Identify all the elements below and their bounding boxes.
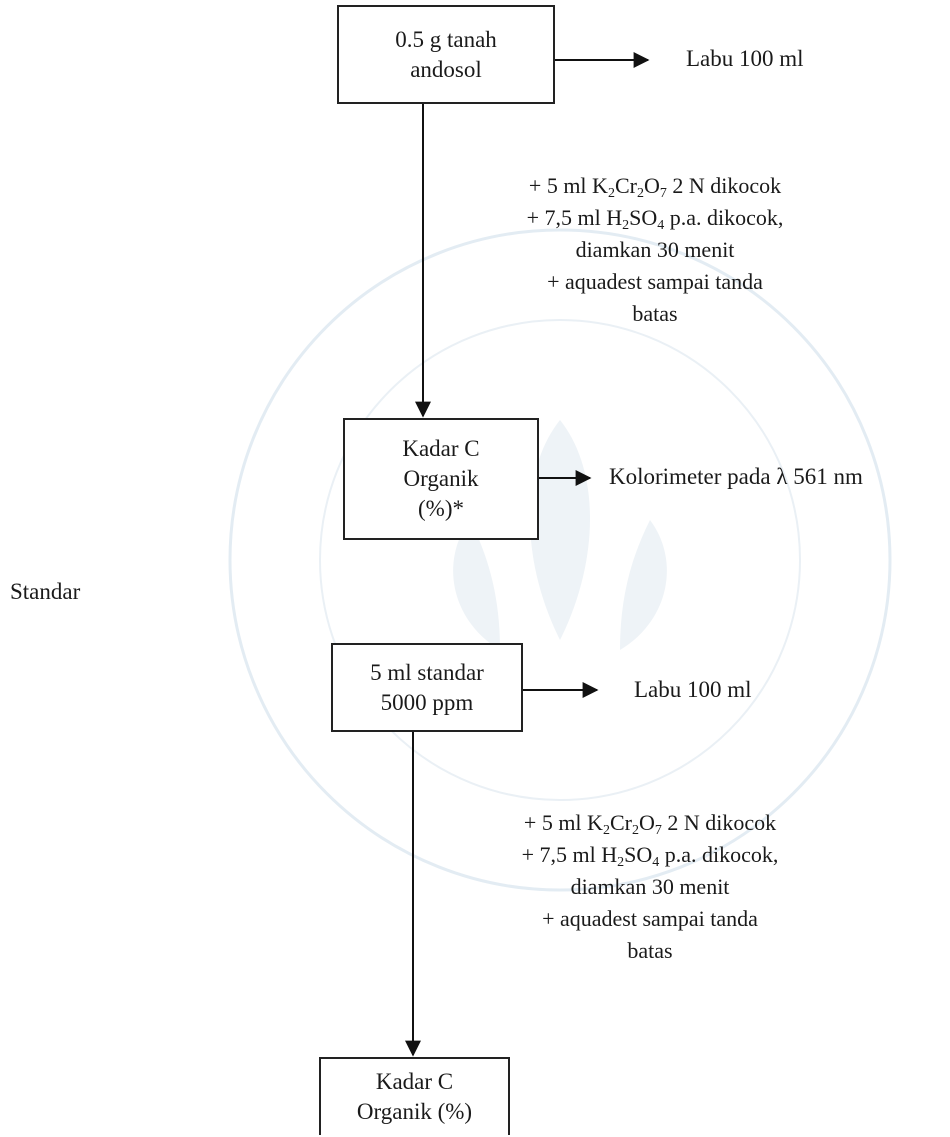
sample-step-1: + 5 ml K2Cr2O7 2 N dikocok — [528, 173, 782, 201]
standard-procedure-steps: + 5 ml K2Cr2O7 2 N dikocok + 7,5 ml H2SO… — [452, 807, 848, 967]
standard-step-2: + 7,5 ml H2SO4 p.a. dikocok, — [521, 842, 779, 870]
standard-start-box: 5 ml standar 5000 ppm — [331, 643, 523, 732]
standard-result-box: Kadar C Organik (%) — [319, 1057, 510, 1135]
standard-step-4: + aquadest sampai tanda — [542, 906, 758, 931]
standard-step-5: batas — [627, 938, 673, 963]
sample-procedure-steps: + 5 ml K2Cr2O7 2 N dikocok + 7,5 ml H2SO… — [455, 170, 855, 330]
kolorimeter-label: Kolorimeter pada λ 561 nm — [609, 464, 863, 489]
sample-result-line-1: Kadar C — [402, 436, 480, 461]
standard-step-3: diamkan 30 menit — [570, 874, 730, 899]
standard-start-line-1: 5 ml standar — [370, 659, 484, 685]
sample-start-line-2: andosol — [410, 56, 482, 82]
standard-step-1: + 5 ml K2Cr2O7 2 N dikocok — [523, 810, 777, 838]
sample-step-4: + aquadest sampai tanda — [547, 269, 763, 294]
sample-result-line-3: (%)* — [418, 496, 464, 521]
sample-start-line-1: 0.5 g tanah — [395, 26, 497, 52]
standard-labu-label: Labu 100 ml — [634, 677, 752, 702]
sample-labu-label: Labu 100 ml — [686, 46, 804, 71]
sample-start-box: 0.5 g tanah andosol — [337, 5, 555, 104]
standard-result-line-2: Organik (%) — [356, 1099, 473, 1124]
sample-result-box: Kadar C Organik (%)* — [343, 418, 539, 540]
standard-start-line-2: 5000 ppm — [380, 689, 474, 715]
standard-result-line-1: Kadar C — [375, 1069, 454, 1094]
sample-step-5: batas — [632, 301, 678, 326]
sample-result-line-2: Organik — [403, 466, 479, 491]
sample-step-2: + 7,5 ml H2SO4 p.a. dikocok, — [526, 205, 784, 233]
sample-step-3: diamkan 30 menit — [575, 237, 735, 262]
standar-section-label: Standar — [10, 579, 81, 604]
